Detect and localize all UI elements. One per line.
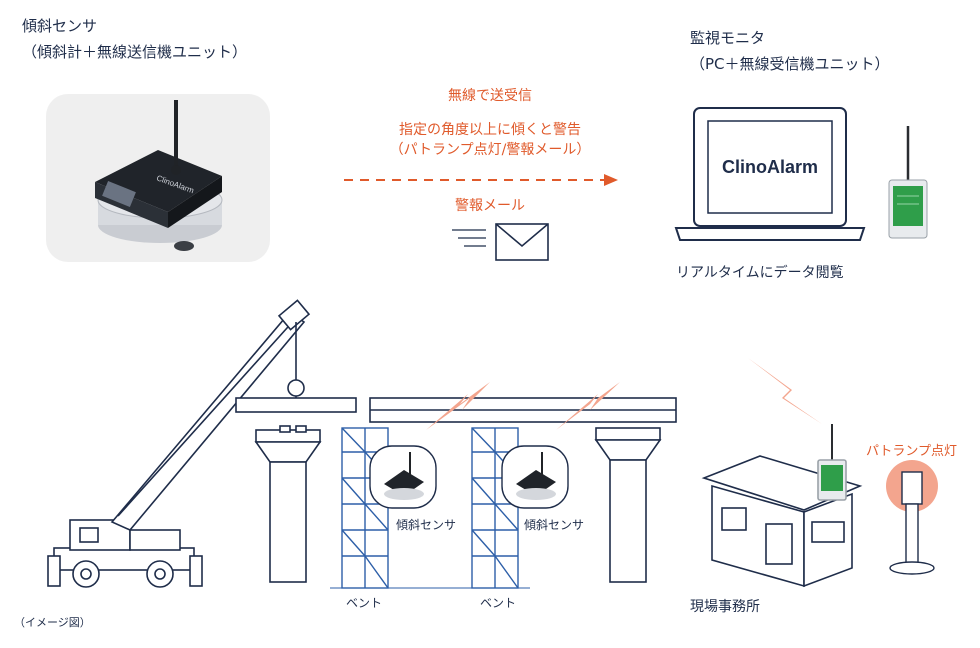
image-note: （イメージ図） bbox=[14, 616, 91, 629]
bent-label-2: ベント bbox=[480, 596, 517, 610]
signal-bolt-3 bbox=[748, 358, 822, 424]
receiver-unit-icon bbox=[888, 126, 928, 239]
transmission-arrow bbox=[344, 174, 618, 186]
bent-sensor-1 bbox=[369, 445, 437, 509]
site-office-icon bbox=[701, 424, 863, 588]
sensor-subtitle: （傾斜計＋無線送信機ユニット） bbox=[22, 43, 248, 61]
bent-sensor-2 bbox=[501, 445, 569, 509]
bridge-deck bbox=[369, 397, 677, 583]
mail-icon bbox=[452, 223, 549, 261]
patlamp-label: パトランプ点灯 bbox=[866, 444, 958, 459]
sensor-label-2: 傾斜センサ bbox=[524, 518, 585, 532]
monitor-title: 監視モニタ bbox=[690, 29, 766, 47]
monitor-subtitle: （PC＋無線受信機ユニット） bbox=[690, 55, 890, 73]
bent-label-1: ベント bbox=[346, 596, 383, 610]
warning-condition-label: 指定の角度以上に傾くと警告 bbox=[399, 122, 581, 138]
site-office-label: 現場事務所 bbox=[690, 599, 760, 615]
wireless-label: 無線で送受信 bbox=[448, 88, 532, 104]
sensor-title: 傾斜センサ bbox=[22, 17, 98, 35]
left-pier bbox=[235, 397, 357, 583]
signal-bolt-2 bbox=[556, 382, 620, 430]
patlamp-icon bbox=[886, 460, 938, 575]
signal-bolt-1 bbox=[426, 382, 490, 430]
sensor-label-1: 傾斜センサ bbox=[396, 518, 457, 532]
warning-action-label: （パトランプ点灯/警報メール） bbox=[389, 142, 591, 158]
crane-icon bbox=[47, 299, 311, 588]
laptop-screen-text: ClinoAlarm bbox=[722, 157, 818, 177]
realtime-caption: リアルタイムにデータ閲覧 bbox=[676, 265, 844, 281]
alert-mail-label: 警報メール bbox=[455, 198, 525, 214]
laptop-icon: ClinoAlarm bbox=[674, 107, 866, 241]
sensor-device-icon: ClinoAlarm bbox=[95, 100, 223, 251]
